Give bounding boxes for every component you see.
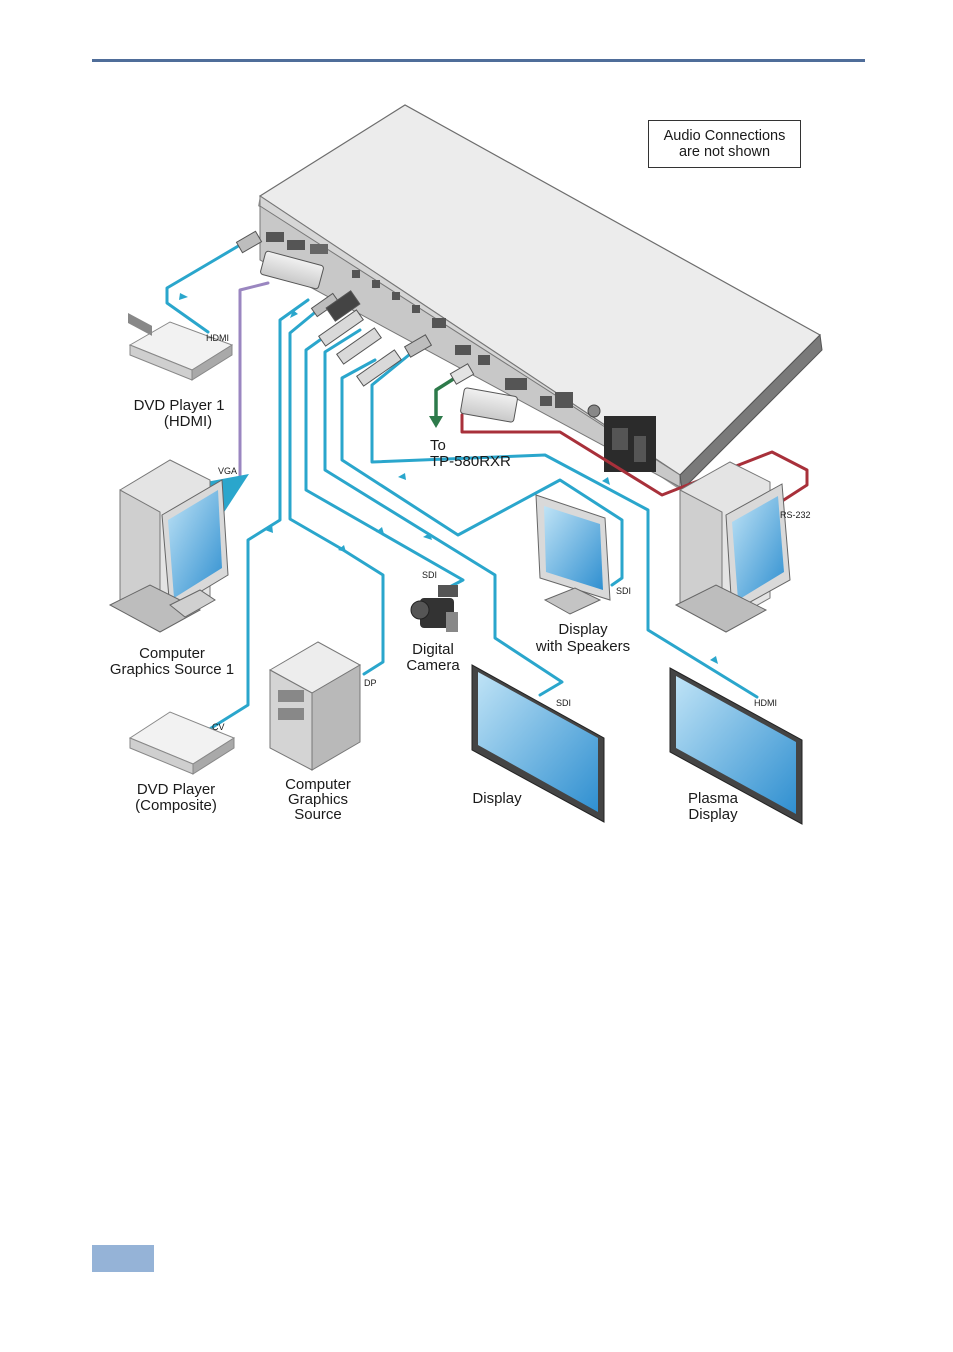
- label-plasma-line2: Display: [688, 806, 738, 823]
- port-tag-pc1: VGA: [218, 466, 237, 476]
- port-tag-dvd-cv: CV: [212, 722, 225, 732]
- label-tp-line1: To: [430, 437, 446, 454]
- port-tag-display: SDI: [556, 698, 571, 708]
- label-speakers-line2: with Speakers: [535, 638, 630, 655]
- audio-note-box: Audio Connections are not shown: [648, 120, 801, 168]
- label-dvd-cv-line1: DVD Player: [137, 781, 215, 798]
- label-pc-dp-line3: Source: [294, 806, 342, 823]
- label-dvd-cv-line2: (Composite): [135, 797, 217, 814]
- audio-note-line2: are not shown: [649, 144, 800, 160]
- label-pc1-line1: Computer: [139, 645, 205, 662]
- port-tag-rs232: RS-232: [780, 510, 811, 520]
- cable-vga-pc1: [217, 283, 268, 496]
- label-display: Display: [472, 790, 522, 807]
- page-number-tab: [92, 1245, 154, 1272]
- cable-dp-pc: [290, 300, 383, 674]
- label-dvd1-line1: DVD Player 1: [134, 397, 225, 414]
- label-camera-line1: Digital: [412, 641, 454, 658]
- label-dvd1-line2: (HDMI): [164, 413, 212, 430]
- label-camera-line2: Camera: [406, 657, 460, 674]
- label-speakers-line1: Display: [558, 621, 608, 638]
- computer-dp-icon: [270, 642, 360, 770]
- port-tag-camera: SDI: [422, 570, 437, 580]
- cable-hdmi-dvd1: [167, 245, 240, 332]
- port-tag-pc-dp: DP: [364, 678, 377, 688]
- control-computer-icon: [676, 462, 790, 632]
- label-pc1-line2: Graphics Source 1: [110, 661, 234, 678]
- label-plasma-line1: Plasma: [688, 790, 739, 807]
- port-tag-dvd1: HDMI: [206, 333, 229, 343]
- tp-arrow-line: [436, 378, 455, 418]
- digital-camera-icon: [411, 585, 458, 632]
- port-tag-speakers: SDI: [616, 586, 631, 596]
- port-tag-plasma: HDMI: [754, 698, 777, 708]
- audio-note-line1: Audio Connections: [649, 128, 800, 144]
- label-tp-line2: TP-580RXR: [430, 453, 511, 470]
- display-with-speakers-icon: [536, 495, 610, 614]
- tp-arrow-head: [429, 416, 443, 428]
